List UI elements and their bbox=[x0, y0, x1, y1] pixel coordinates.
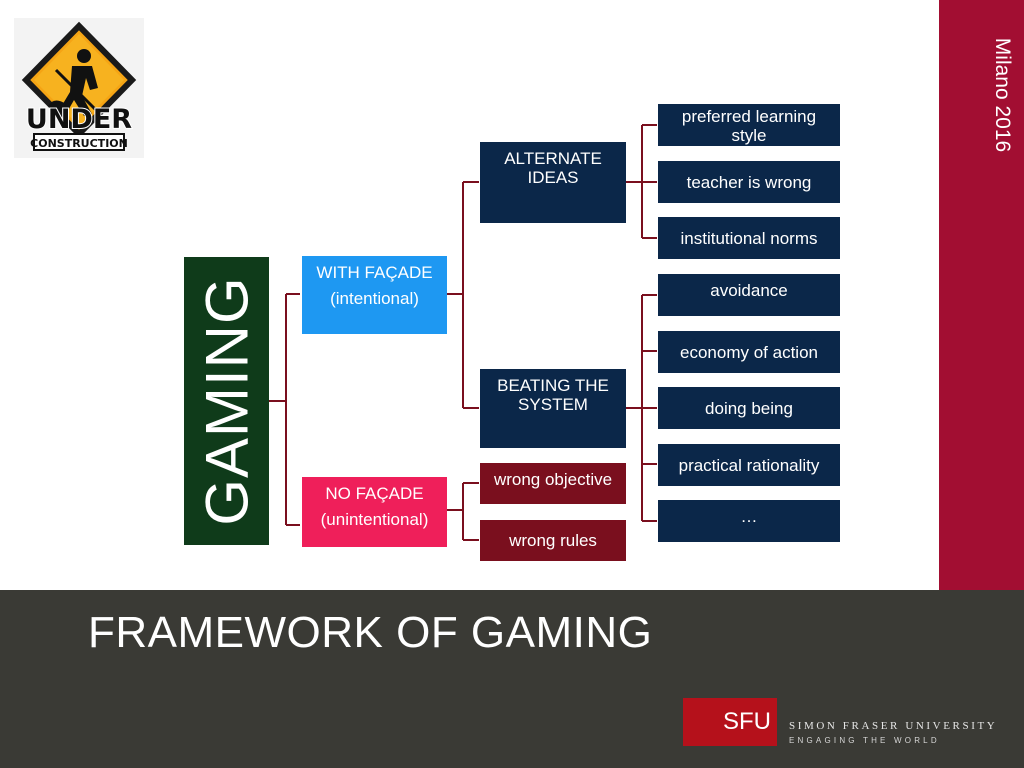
sfu-logo: SFU bbox=[683, 698, 777, 746]
no-facade-label: NO FAÇADE bbox=[325, 484, 424, 503]
leaf-label: … bbox=[740, 507, 758, 526]
leaf-label: teacher is wrong bbox=[686, 172, 812, 192]
alternate-ideas-label: ALTERNATE IDEAS bbox=[504, 149, 602, 187]
sidebar-text: Milano 2016 bbox=[991, 37, 1014, 153]
leaf-box: teacher is wrong bbox=[658, 161, 840, 203]
leaf-label: doing being bbox=[705, 398, 793, 418]
leaf-box: … bbox=[658, 500, 840, 542]
university-tagline: ENGAGING THE WORLD bbox=[789, 736, 940, 745]
under-construction-icon: UNDER CONSTRUCTION bbox=[21, 21, 137, 151]
with-facade-sublabel: (intentional) bbox=[330, 289, 419, 308]
slide-title: FRAMEWORK OF GAMING bbox=[88, 608, 653, 657]
wrong-objective-box: wrong objective bbox=[480, 463, 626, 504]
with-facade-label: WITH FAÇADE bbox=[316, 263, 433, 282]
no-facade-box: NO FAÇADE (unintentional) bbox=[302, 477, 447, 547]
leaf-label: practical rationality bbox=[678, 455, 820, 475]
leaf-label: preferred learning style bbox=[681, 107, 817, 145]
university-name: SIMON FRASER UNIVERSITY bbox=[789, 720, 998, 732]
gaming-root-label: GAMING bbox=[193, 276, 260, 526]
wrong-rules-label: wrong rules bbox=[509, 531, 597, 550]
leaf-box: doing being bbox=[658, 387, 840, 429]
footer bbox=[0, 590, 1024, 768]
gaming-root-box: GAMING bbox=[184, 257, 269, 545]
leaf-box: avoidance bbox=[658, 274, 840, 316]
wrong-objective-label: wrong objective bbox=[493, 470, 613, 489]
sidebar bbox=[939, 0, 1024, 590]
leaf-box: preferred learning style bbox=[658, 104, 840, 146]
logo-line2: CONSTRUCTION bbox=[30, 137, 128, 150]
wrong-rules-box: wrong rules bbox=[480, 520, 626, 561]
under-construction-logo: UNDER CONSTRUCTION bbox=[14, 18, 144, 158]
alternate-ideas-box: ALTERNATE IDEAS bbox=[480, 142, 626, 223]
leaf-label: avoidance bbox=[710, 281, 788, 300]
logo-line1: UNDER bbox=[26, 104, 132, 135]
with-facade-box: WITH FAÇADE (intentional) bbox=[302, 256, 447, 334]
no-facade-sublabel: (unintentional) bbox=[320, 510, 429, 529]
beating-system-label: BEATING THE SYSTEM bbox=[497, 376, 609, 414]
leaf-label: institutional norms bbox=[680, 228, 818, 248]
leaf-box: practical rationality bbox=[658, 444, 840, 486]
beating-system-box: BEATING THE SYSTEM bbox=[480, 369, 626, 448]
leaf-label: economy of action bbox=[680, 342, 818, 362]
leaf-box: institutional norms bbox=[658, 217, 840, 259]
leaf-box: economy of action bbox=[658, 331, 840, 373]
